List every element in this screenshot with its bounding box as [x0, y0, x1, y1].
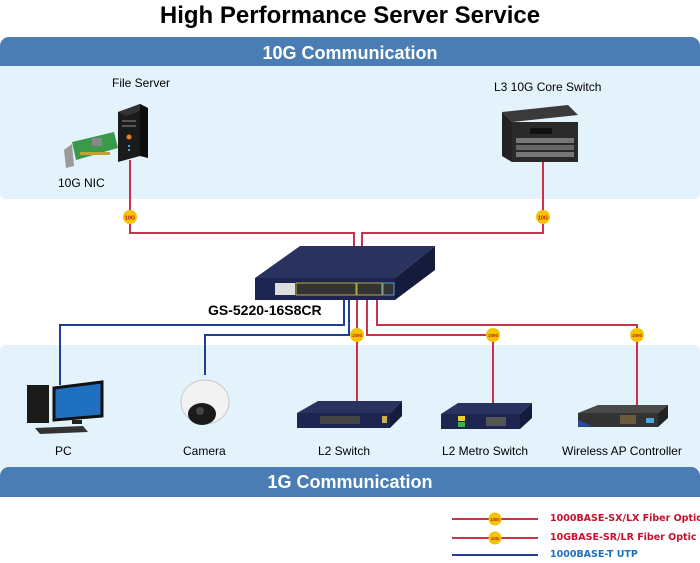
badge-1000-wireless-ap: 1000 [630, 328, 644, 342]
badge-10g-file-server: 10G [123, 210, 137, 224]
camera-icon [180, 379, 230, 425]
page-title: High Performance Server Service [159, 2, 541, 29]
wireless-ap-controller-label: Wireless AP Controller [562, 444, 682, 458]
wireless-ap-controller-icon [578, 405, 668, 427]
file-server-icon [118, 104, 148, 162]
10g-communication-band: 10G Communication [0, 37, 700, 69]
link-core-switch [361, 160, 544, 248]
gs-5220-16s8cr-icon [255, 246, 435, 300]
svg-text:10G: 10G [538, 216, 548, 222]
legend-label-10gbase-sr: 10GBASE-SR/LR Fiber Optic [550, 532, 697, 543]
camera-label: Camera [183, 444, 226, 458]
badge-10g-core-switch: 10G [536, 210, 550, 224]
svg-text:1000: 1000 [490, 517, 500, 522]
legend-line-10gbase-sr: 10G [452, 531, 538, 545]
10g-nic-label: 10G NIC [58, 176, 105, 190]
link-pc [59, 300, 345, 385]
10g-zone [0, 66, 700, 199]
pc-label: PC [55, 444, 72, 458]
link-file-server [129, 160, 355, 248]
1g-communication-band: 1G Communication [0, 467, 700, 497]
svg-text:10G: 10G [125, 216, 135, 222]
link-camera [204, 300, 350, 375]
l2-switch-icon [297, 401, 402, 428]
legend-label-1000base-t: 1000BASE-T UTP [550, 549, 638, 560]
l3-core-switch-icon [502, 105, 578, 162]
svg-text:1000: 1000 [632, 333, 643, 338]
pc-icon [27, 380, 104, 434]
nic-card-icon [64, 132, 118, 168]
svg-text:1000: 1000 [488, 333, 499, 338]
link-wireless-ap [376, 300, 638, 405]
svg-text:1000: 1000 [352, 333, 363, 338]
l3-core-switch-label: L3 10G Core Switch [494, 80, 602, 94]
l2-switch-label: L2 Switch [318, 444, 371, 458]
file-server-label: File Server [112, 76, 171, 90]
l2-metro-switch-label: L2 Metro Switch [442, 444, 529, 458]
legend-label-1000base-sx: 1000BASE-SX/LX Fiber Optic [550, 513, 700, 524]
badge-1000-l2-metro-switch: 1000 [486, 328, 500, 342]
l2-metro-switch-icon [441, 403, 532, 429]
core-switch-model-label: GS-5220-16S8CR [208, 302, 322, 318]
badge-1000-l2-switch: 1000 [350, 328, 364, 342]
svg-text:10G: 10G [491, 536, 500, 541]
legend-line-1000base-sx: 1000 [452, 512, 538, 526]
link-l2-metro-switch [366, 300, 494, 405]
